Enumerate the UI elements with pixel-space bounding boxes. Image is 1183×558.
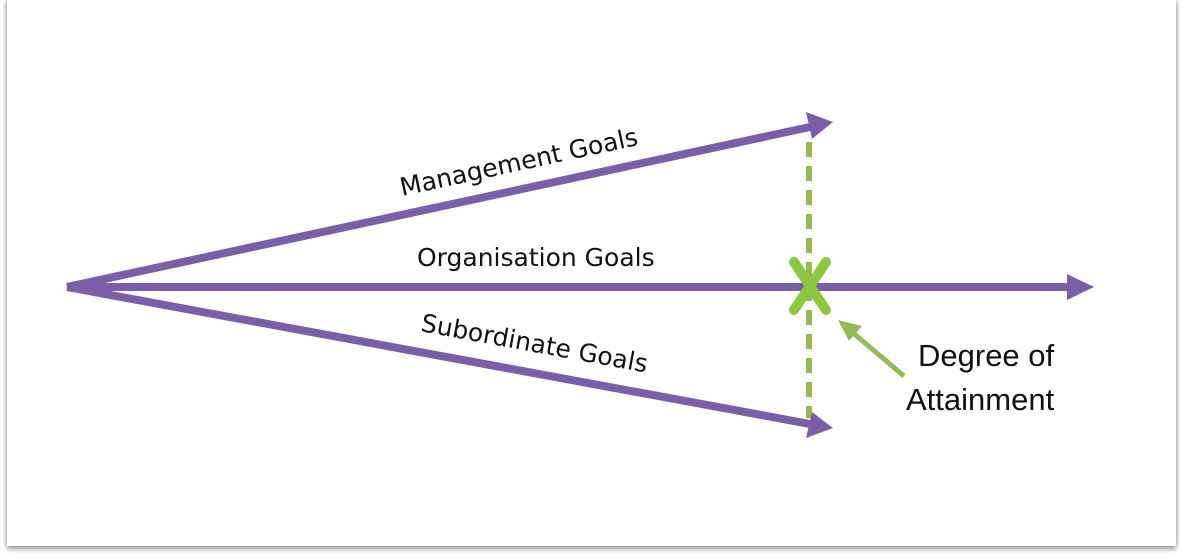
arrowhead-icon	[1067, 274, 1094, 300]
callout-arrow-icon	[838, 320, 906, 378]
organisation-goals-label: Organisation Goals	[417, 243, 655, 272]
subordinate-goals-label: Subordinate Goals	[419, 308, 650, 378]
organisation-goals-arrow	[67, 274, 1094, 300]
callout-line-2: Attainment	[906, 382, 1055, 417]
diagram-card	[7, 0, 1176, 546]
arrowhead-icon	[806, 112, 833, 139]
arrowhead-icon	[806, 412, 833, 438]
callout-line-1: Degree of	[918, 338, 1055, 373]
subordinate-goals-arrow	[66, 283, 833, 438]
attainment-x-marker-icon	[789, 257, 831, 315]
management-goals-arrow	[66, 112, 833, 291]
